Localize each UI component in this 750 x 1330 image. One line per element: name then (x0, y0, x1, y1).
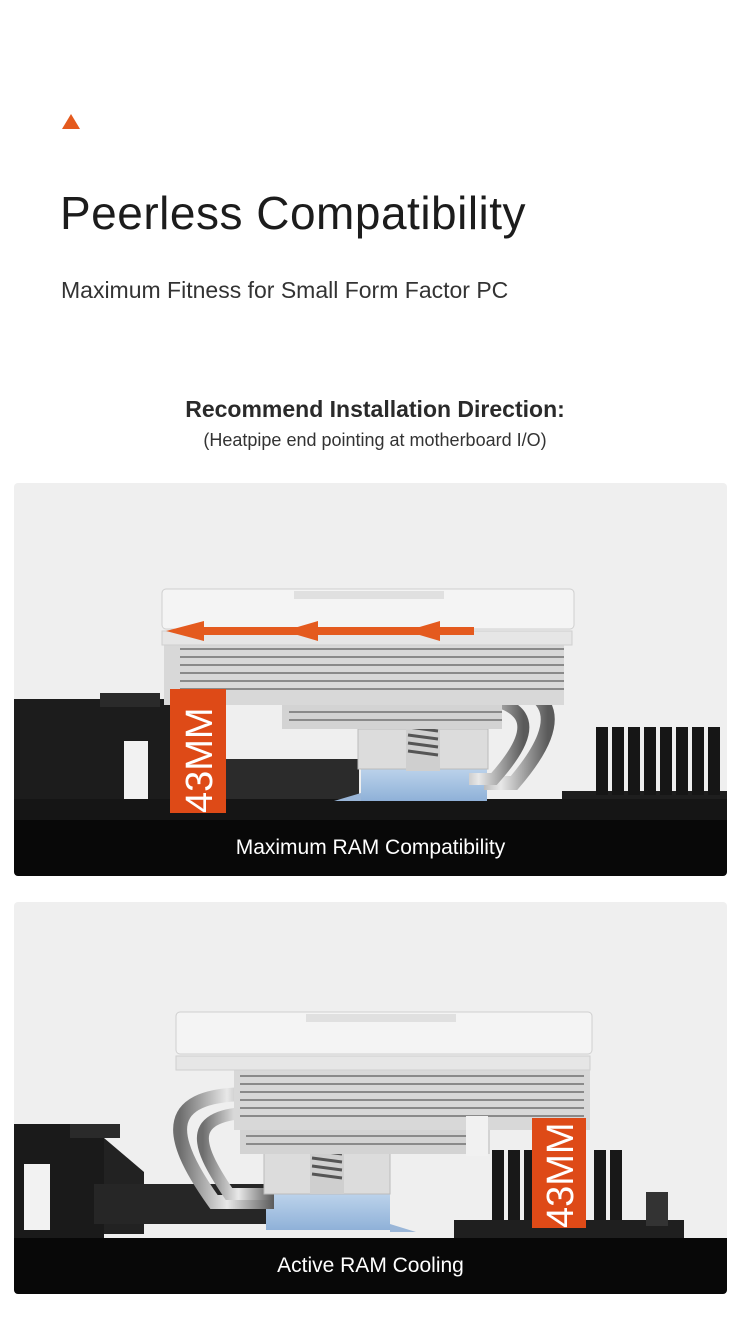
installation-note: (Heatpipe end pointing at motherboard I/… (203, 430, 547, 450)
airflow-arrow-icon (166, 621, 474, 641)
cooler-side-illustration: 43MM (14, 1011, 727, 1258)
accent-triangle-icon (62, 114, 80, 129)
cooler-side-illustration: 43MM (14, 588, 727, 821)
panel-caption: Active RAM Cooling (14, 1238, 727, 1294)
ram-compatibility-panel: 43MM Maximum RAM Compatibility (14, 483, 727, 876)
ram-cooling-panel: 43MM Active RAM Cooling (14, 902, 727, 1294)
installation-heading: Recommend Installation Direction: (185, 396, 565, 422)
panel-caption: Maximum RAM Compatibility (14, 820, 727, 876)
height-label: 43MM (179, 707, 221, 813)
page-subtitle: Maximum Fitness for Small Form Factor PC (61, 277, 509, 303)
height-label: 43MM (540, 1122, 582, 1228)
page-title: Peerless Compatibility (60, 187, 527, 239)
ram-modules (596, 727, 720, 795)
